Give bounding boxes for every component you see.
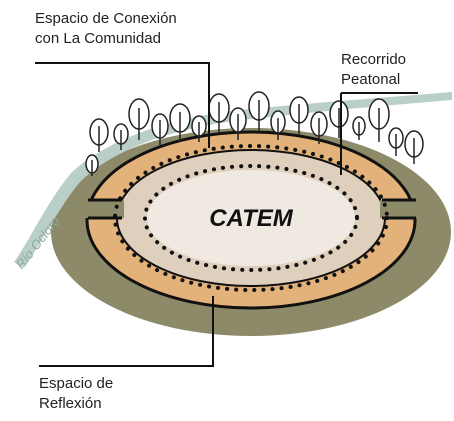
label-line: Recorrido: [341, 51, 407, 68]
tree-icon: [151, 113, 169, 145]
tree-icon: [248, 91, 270, 132]
core: [147, 170, 355, 266]
center-label: CATEM: [209, 205, 294, 232]
tree-icon: [404, 130, 424, 164]
label-line: Peatonal: [341, 71, 401, 88]
tree-icon: [368, 98, 390, 142]
tree-icon: [270, 110, 286, 140]
label-espacio-conexion: Espacio de Conexión con La Comunidad: [35, 9, 177, 49]
label-line: Reflexión: [39, 395, 102, 412]
label-line: Espacio de: [39, 375, 114, 392]
tree-icon: [89, 118, 109, 152]
tree-icon: [329, 100, 349, 138]
entrance-left: [80, 200, 124, 218]
tree-icon: [310, 111, 328, 144]
tree-icon: [229, 107, 247, 140]
walking-path-inner: [143, 164, 359, 272]
entrance-right: [380, 200, 424, 218]
label-line: con La Comunidad: [35, 30, 161, 47]
tree-row: [85, 91, 424, 176]
label-recorrido-peatonal: Recorrido Peatonal: [341, 50, 406, 90]
walking-path-outer: [113, 144, 389, 292]
tree-icon: [85, 154, 99, 176]
tree-icon: [128, 98, 150, 140]
label-line: Espacio de Conexión: [35, 10, 177, 27]
leader-reflexion: [39, 296, 214, 367]
tree-icon: [208, 93, 230, 132]
tree-icon: [169, 103, 191, 142]
label-espacio-reflexion: Espacio de Reflexión: [39, 374, 113, 414]
tree-icon: [191, 115, 207, 142]
leader-conexion: [35, 62, 210, 148]
tree-icon: [113, 123, 129, 150]
tree-icon: [289, 96, 309, 134]
tree-icon: [388, 127, 404, 156]
tree-icon: [352, 116, 366, 140]
